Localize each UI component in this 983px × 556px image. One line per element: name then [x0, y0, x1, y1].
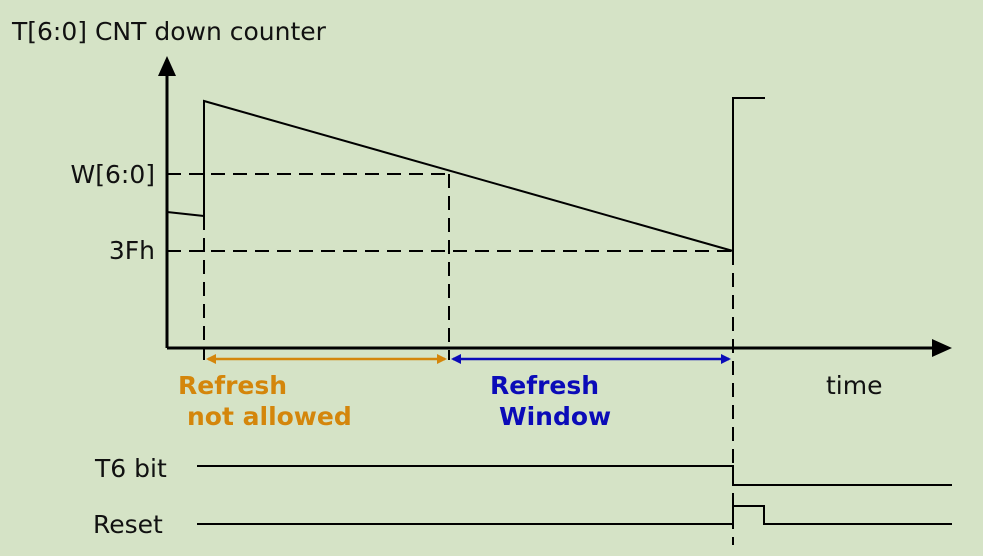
window-label-line1: Refresh [490, 371, 599, 400]
t6-signal-label: T6 bit [94, 454, 167, 483]
not-allowed-label-line2: not allowed [187, 402, 352, 431]
threshold-level-label: 3Fh [109, 236, 155, 265]
reset-signal-label: Reset [93, 510, 163, 539]
window-level-label: W[6:0] [71, 160, 155, 189]
window-label-line2: Window [499, 402, 611, 431]
counter-waveform [166, 97, 765, 253]
not-allowed-label-line1: Refresh [178, 371, 287, 400]
t6-signal-waveform [197, 465, 952, 486]
reset-signal-waveform [197, 505, 952, 525]
time-axis-label: time [826, 371, 882, 400]
counter-title: T[6:0] CNT down counter [11, 17, 327, 46]
x-axis-arrowhead [932, 339, 952, 357]
y-axis-arrowhead [158, 56, 176, 76]
